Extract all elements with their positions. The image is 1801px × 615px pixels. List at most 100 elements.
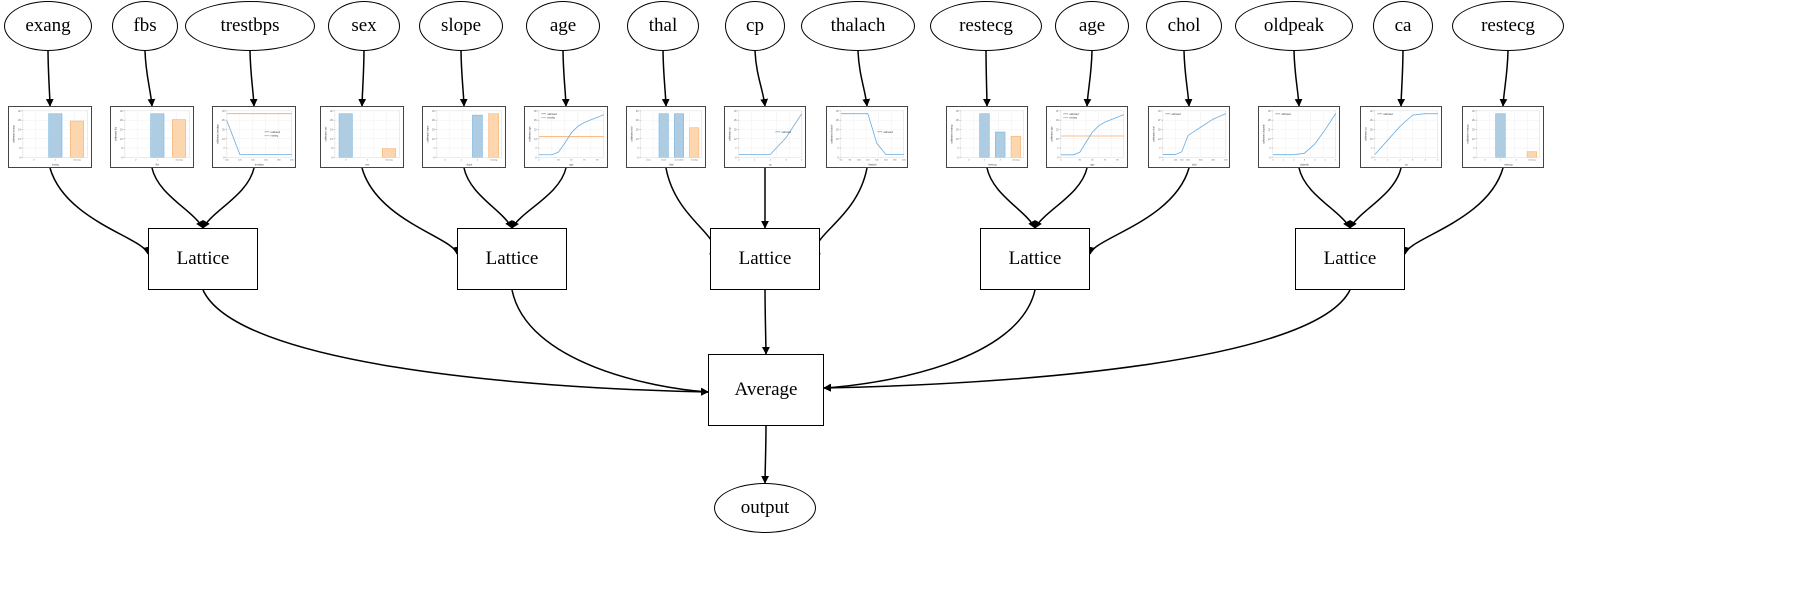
svg-text:0: 0 — [19, 157, 21, 159]
svg-text:13: 13 — [330, 139, 333, 141]
svg-text:400: 400 — [1211, 160, 1215, 162]
svg-text:calibrated age: calibrated age — [528, 126, 531, 142]
svg-text:37: 37 — [1056, 111, 1059, 113]
svg-text:calibrated: calibrated — [1383, 113, 1393, 116]
graph-edge — [1293, 50, 1303, 107]
svg-text:0: 0 — [1269, 157, 1271, 159]
svg-text:0: 0 — [444, 160, 446, 162]
graph-edge — [1499, 50, 1509, 107]
input-node-label: sex — [351, 15, 377, 36]
svg-text:calibrated: calibrated — [1281, 113, 1291, 116]
svg-text:120: 120 — [238, 160, 242, 162]
graph-edge — [511, 167, 567, 229]
input-node-sex[interactable]: sex — [328, 1, 400, 51]
svg-text:missing: missing — [490, 160, 498, 162]
svg-text:33: 33 — [956, 111, 959, 113]
svg-text:500: 500 — [1224, 160, 1228, 162]
svg-text:3: 3 — [785, 160, 787, 162]
svg-text:0: 0 — [1162, 160, 1164, 162]
graph-edge — [1397, 50, 1406, 107]
svg-text:33: 33 — [636, 111, 639, 113]
input-node-restecg[interactable]: restecg — [930, 1, 1042, 51]
svg-text:26: 26 — [734, 120, 737, 122]
svg-text:5: 5 — [1325, 160, 1327, 162]
svg-text:calibrated sex: calibrated sex — [324, 126, 327, 142]
svg-text:70: 70 — [583, 160, 586, 162]
input-node-thalach[interactable]: thalach — [801, 1, 915, 51]
graph-edge — [986, 167, 1036, 229]
graph-edge — [1298, 167, 1351, 229]
svg-text:3: 3 — [1304, 160, 1306, 162]
svg-text:26: 26 — [1370, 120, 1373, 122]
graph-edge — [45, 50, 54, 107]
input-node-thal[interactable]: thal — [627, 1, 699, 51]
graph-edge — [202, 167, 255, 229]
svg-text:30: 30 — [1079, 160, 1082, 162]
svg-text:0: 0 — [1484, 160, 1486, 162]
svg-text:calibrated oldpeak: calibrated oldpeak — [1262, 124, 1265, 144]
svg-text:26: 26 — [1472, 120, 1475, 122]
svg-text:1: 1 — [1387, 160, 1389, 162]
graph-edge — [1183, 50, 1193, 107]
svg-text:0: 0 — [957, 157, 959, 159]
input-node-age[interactable]: age — [526, 1, 600, 51]
svg-text:thalach: thalach — [868, 164, 877, 167]
svg-text:calibrated chol: calibrated chol — [1152, 126, 1155, 142]
svg-text:13: 13 — [836, 139, 839, 141]
svg-text:300: 300 — [1199, 160, 1203, 162]
input-node-slope[interactable]: slope — [419, 1, 503, 51]
input-node-label: slope — [440, 15, 482, 36]
output-node-label: output — [740, 497, 790, 518]
svg-text:26: 26 — [120, 120, 123, 122]
svg-text:26: 26 — [18, 120, 21, 122]
svg-text:missing: missing — [1528, 160, 1536, 162]
average-node[interactable]: Average — [708, 354, 824, 426]
svg-text:200: 200 — [1186, 160, 1190, 162]
svg-text:exang: exang — [52, 164, 59, 167]
lattice-node-label: Lattice — [738, 248, 792, 269]
svg-text:13: 13 — [1370, 139, 1373, 141]
svg-text:fixed: fixed — [661, 160, 666, 162]
lattice-node[interactable]: Lattice — [980, 228, 1090, 290]
lattice-node[interactable]: Lattice — [457, 228, 567, 290]
svg-text:20: 20 — [1472, 130, 1475, 132]
lattice-node[interactable]: Lattice — [710, 228, 820, 290]
svg-text:7: 7 — [1371, 148, 1373, 150]
svg-text:26: 26 — [330, 120, 333, 122]
svg-text:36: 36 — [534, 111, 537, 113]
input-node-cp[interactable]: cp — [725, 1, 785, 51]
input-node-fbs[interactable]: fbs — [112, 1, 178, 51]
svg-text:4: 4 — [1425, 160, 1427, 162]
lattice-node[interactable]: Lattice — [148, 228, 258, 290]
svg-text:oldpeak: oldpeak — [1300, 164, 1310, 167]
svg-text:calibrated ca: calibrated ca — [1364, 127, 1367, 141]
input-node-age[interactable]: age — [1055, 1, 1129, 51]
graph-edge — [1349, 167, 1402, 229]
graph-edge — [761, 425, 769, 484]
graph-edge — [1402, 167, 1504, 255]
svg-text:26: 26 — [222, 120, 225, 122]
svg-text:age: age — [569, 164, 574, 167]
svg-text:4: 4 — [801, 160, 803, 162]
svg-text:7: 7 — [1159, 148, 1161, 150]
svg-text:calibrated: calibrated — [883, 131, 893, 134]
svg-text:calibrated slope: calibrated slope — [426, 125, 429, 143]
svg-text:missing: missing — [547, 118, 555, 120]
svg-text:19: 19 — [18, 130, 21, 132]
graph-edge — [459, 50, 468, 107]
lattice-node[interactable]: Lattice — [1295, 228, 1405, 290]
input-node-restecg[interactable]: restecg — [1452, 1, 1564, 51]
output-node[interactable]: output — [714, 483, 816, 533]
svg-text:0: 0 — [637, 157, 639, 159]
input-node-trestbps[interactable]: trestbps — [185, 1, 315, 51]
input-node-chol[interactable]: chol — [1146, 1, 1222, 51]
graph-edge — [463, 167, 513, 229]
input-node-exang[interactable]: exang — [4, 1, 92, 51]
svg-text:20: 20 — [734, 130, 737, 132]
input-node-ca[interactable]: ca — [1373, 1, 1433, 51]
input-node-oldpeak[interactable]: oldpeak — [1235, 1, 1353, 51]
